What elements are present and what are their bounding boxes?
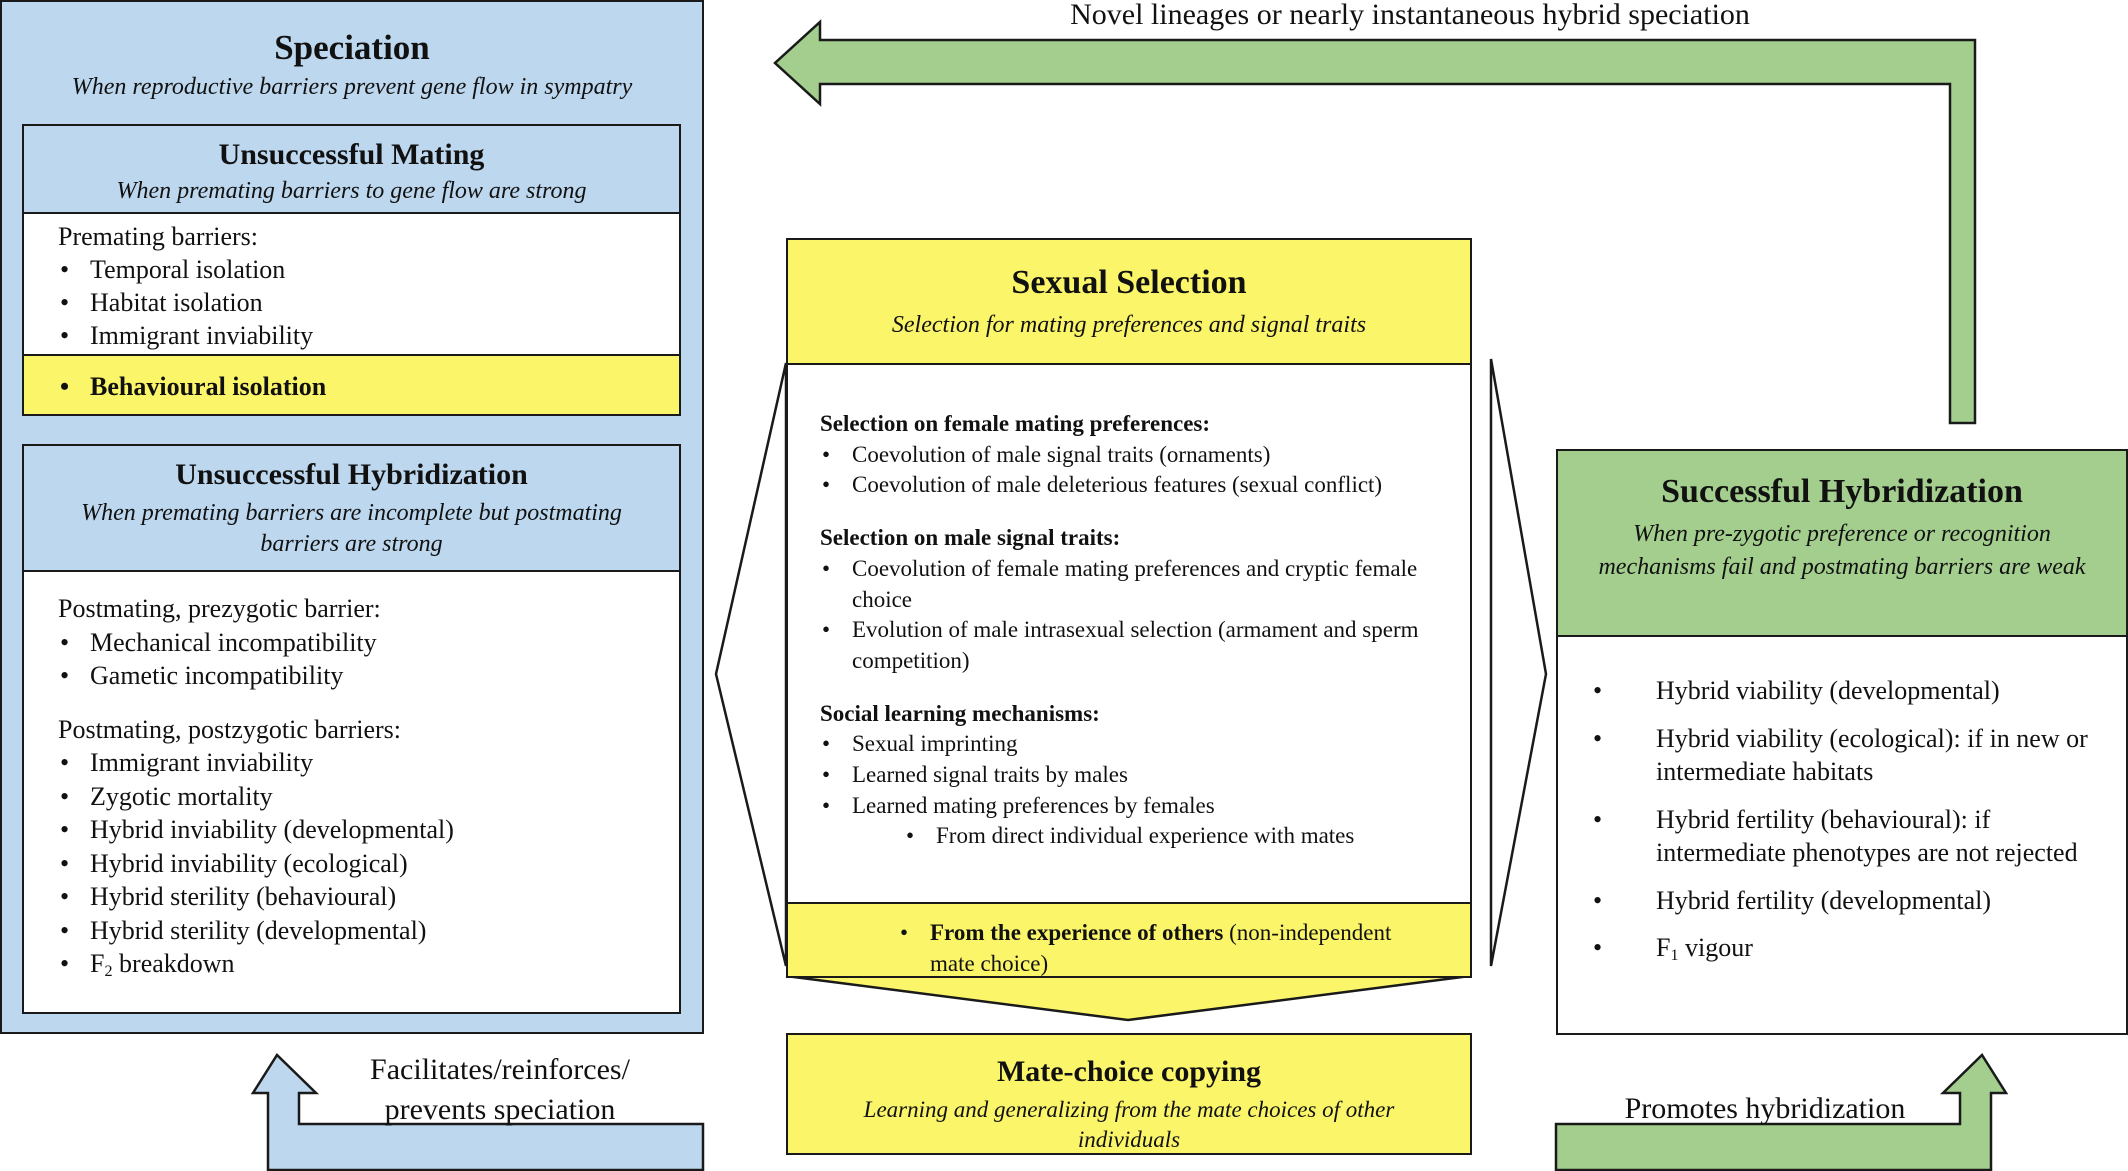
successful-hybridization-header: Successful Hybridization When pre-zygoti… xyxy=(1556,449,2128,637)
premating-barriers-list: Temporal isolation Habitat isolation Imm… xyxy=(58,253,679,352)
social-learning-heading: Social learning mechanisms: xyxy=(820,700,1100,726)
experience-of-others-item: From the experience of others (non-indep… xyxy=(898,918,1410,979)
list-item: Hybrid fertility (behavioural): if inter… xyxy=(1591,803,2106,870)
unsuccessful-mating-body: Premating barriers: Temporal isolation H… xyxy=(22,212,681,356)
list-item: Gametic incompatibility xyxy=(58,659,679,693)
postzygotic-list: Immigrant inviability Zygotic mortality … xyxy=(58,746,679,981)
left-up-arrow xyxy=(250,1053,705,1171)
list-item: From direct individual experience with m… xyxy=(904,821,1450,852)
right-arrow-label: Promotes hybridization xyxy=(1624,1092,1906,1125)
sexual-selection-header: Sexual Selection Selection for mating pr… xyxy=(786,238,1472,365)
list-item: Temporal isolation xyxy=(58,253,679,286)
successful-hybridization-list: Hybrid viability (developmental) Hybrid … xyxy=(1591,674,2106,965)
left-arrow-label: Facilitates/reinforces/ prevents speciat… xyxy=(370,1053,630,1126)
successful-hybridization-subtitle: When pre-zygotic preference or recogniti… xyxy=(1598,521,2086,580)
list-item: Learned mating preferences by females xyxy=(820,791,1450,822)
mate-choice-copying-box: Mate-choice copying Learning and general… xyxy=(786,1033,1472,1155)
list-item: Hybrid sterility (behavioural) xyxy=(58,880,679,914)
speciation-title: Speciation xyxy=(274,28,430,67)
behavioural-isolation-box: Behavioural isolation xyxy=(22,354,681,416)
list-item: Coevolution of female mating preferences… xyxy=(820,554,1450,615)
sexual-selection-title: Sexual Selection xyxy=(1011,264,1247,301)
successful-hybridization-title: Successful Hybridization xyxy=(1661,473,2023,510)
list-item: Coevolution of male deleterious features… xyxy=(820,470,1450,501)
right-diamond-wing xyxy=(1489,358,1548,967)
female-preferences-list: Coevolution of male signal traits (ornam… xyxy=(820,440,1450,501)
female-preferences-heading: Selection on female mating preferences: xyxy=(820,411,1211,436)
unsuccessful-hybridization-body: Postmating, prezygotic barrier: Mechanic… xyxy=(22,570,681,1014)
social-learning-sublist: From direct individual experience with m… xyxy=(904,821,1450,852)
list-item: Learned signal traits by males xyxy=(820,760,1450,791)
behavioural-isolation-item: Behavioural isolation xyxy=(58,370,679,403)
list-item: F1 vigour xyxy=(1591,931,2106,965)
speciation-subtitle: When reproductive barriers prevent gene … xyxy=(71,74,633,100)
top-arrow-label: Novel lineages or nearly instantaneous h… xyxy=(1070,0,1750,31)
list-item: Hybrid inviability (ecological) xyxy=(58,847,679,881)
prezygotic-heading: Postmating, prezygotic barrier: xyxy=(58,594,381,623)
list-item: Habitat isolation xyxy=(58,286,679,319)
social-learning-list: Sexual imprinting Learned signal traits … xyxy=(820,729,1450,821)
right-up-arrow xyxy=(1554,1053,2009,1171)
list-item: F2 breakdown xyxy=(58,947,679,981)
mate-choice-copying-title: Mate-choice copying xyxy=(996,1055,1262,1088)
sexual-selection-subtitle: Selection for mating preferences and sig… xyxy=(891,312,1367,338)
male-signal-list: Coevolution of female mating preferences… xyxy=(820,554,1450,677)
mate-choice-copying-subtitle: Learning and generalizing from the mate … xyxy=(863,1097,1395,1152)
unsuccessful-mating-header: Unsuccessful Mating When premating barri… xyxy=(22,124,681,214)
prezygotic-list: Mechanical incompatibility Gametic incom… xyxy=(58,626,679,693)
left-diamond-wing xyxy=(714,362,788,967)
list-item: Hybrid sterility (developmental) xyxy=(58,914,679,948)
sexual-selection-pointer xyxy=(785,974,1471,1022)
premating-barriers-heading: Premating barriers: xyxy=(58,222,258,251)
list-item: Hybrid fertility (developmental) xyxy=(1591,884,2106,918)
unsuccessful-hybridization-title: Unsuccessful Hybridization xyxy=(175,458,528,491)
list-item: Immigrant inviability xyxy=(58,319,679,352)
unsuccessful-hybridization-header: Unsuccessful Hybridization When prematin… xyxy=(22,444,681,572)
list-item: Immigrant inviability xyxy=(58,746,679,780)
list-item: Hybrid inviability (developmental) xyxy=(58,813,679,847)
list-item: Zygotic mortality xyxy=(58,780,679,814)
list-item: Mechanical incompatibility xyxy=(58,626,679,660)
list-item: Evolution of male intrasexual selection … xyxy=(820,615,1450,676)
successful-hybridization-body: Hybrid viability (developmental) Hybrid … xyxy=(1556,635,2128,1035)
sexual-selection-body: Selection on female mating preferences: … xyxy=(786,363,1472,904)
experience-of-others-box: From the experience of others (non-indep… xyxy=(786,902,1472,978)
unsuccessful-hybridization-subtitle: When premating barriers are incomplete b… xyxy=(81,500,622,557)
list-item: Coevolution of male signal traits (ornam… xyxy=(820,440,1450,471)
list-item: Hybrid viability (ecological): if in new… xyxy=(1591,722,2106,789)
unsuccessful-mating-title: Unsuccessful Mating xyxy=(218,138,485,171)
unsuccessful-mating-subtitle: When premating barriers to gene flow are… xyxy=(116,178,587,204)
list-item: Sexual imprinting xyxy=(820,729,1450,760)
postzygotic-heading: Postmating, postzygotic barriers: xyxy=(58,714,402,744)
top-return-arrow xyxy=(773,19,1977,425)
male-signal-heading: Selection on male signal traits: xyxy=(820,525,1121,551)
list-item: Hybrid viability (developmental) xyxy=(1591,674,2106,708)
